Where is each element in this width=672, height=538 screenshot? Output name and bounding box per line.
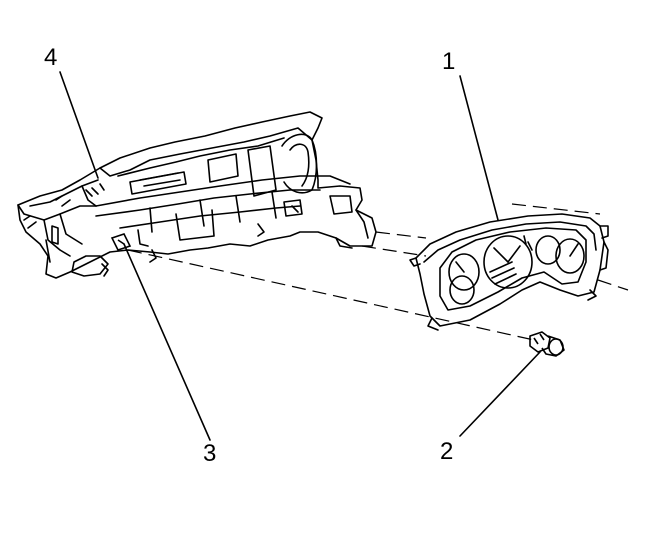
alignment-lines: [128, 204, 628, 340]
mounting-bracket: [112, 234, 130, 250]
leader-4: [60, 72, 98, 178]
cluster-screw: [530, 332, 564, 356]
leader-3: [124, 244, 210, 440]
callout-3: 3: [203, 440, 217, 467]
leader-1: [460, 76, 498, 220]
leader-lines: [60, 72, 540, 440]
callout-2: 2: [440, 438, 454, 465]
instrument-cluster: [410, 214, 608, 330]
callout-4: 4: [44, 44, 58, 71]
callout-1: 1: [442, 48, 456, 75]
instrument-panel-carrier: [18, 112, 376, 278]
leader-2: [460, 352, 540, 436]
